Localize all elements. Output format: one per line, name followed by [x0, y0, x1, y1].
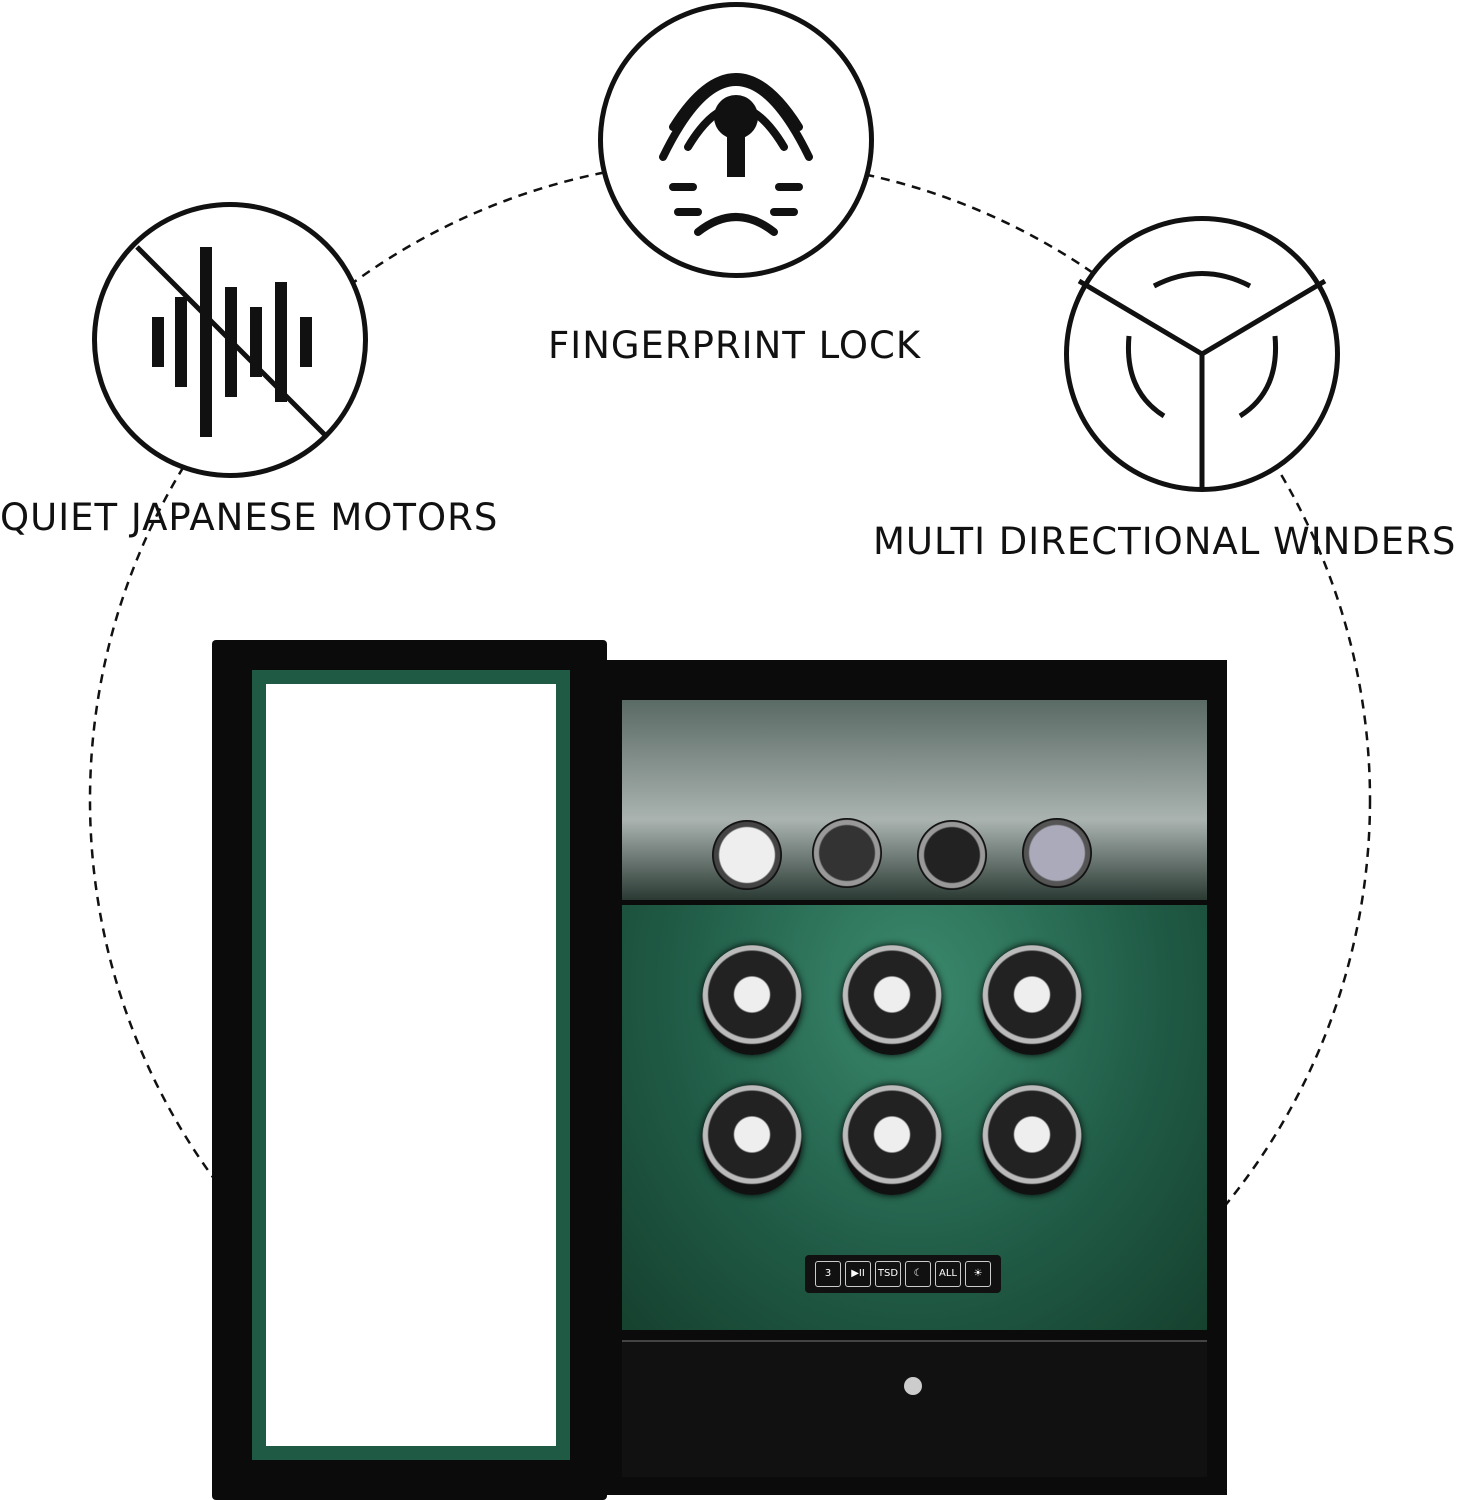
- feature-label-multi-directional: MULTI DIRECTIONAL WINDERS: [873, 520, 1457, 563]
- sleep-mode-button[interactable]: ☾: [905, 1261, 931, 1287]
- display-shelf: [622, 700, 1207, 900]
- drawer-knob[interactable]: [904, 1377, 922, 1395]
- rotation-arrows-icon: [1064, 216, 1340, 492]
- feature-label-quiet-motors: QUIET JAPANESE MOTORS: [0, 496, 499, 539]
- feature-label-fingerprint-lock: FINGERPRINT LOCK: [548, 324, 922, 367]
- glass-door[interactable]: [212, 640, 607, 1500]
- all-button[interactable]: ALL: [935, 1261, 961, 1287]
- tpd-button[interactable]: TSD: [875, 1261, 901, 1287]
- play-pause-button[interactable]: ▶II: [845, 1261, 871, 1287]
- timer-button[interactable]: 3: [815, 1261, 841, 1287]
- fingerprint-lock-icon: [598, 2, 874, 278]
- muted-sound-wave-icon: [92, 202, 368, 478]
- drawer[interactable]: [622, 1340, 1207, 1477]
- light-button[interactable]: ☀: [965, 1261, 991, 1287]
